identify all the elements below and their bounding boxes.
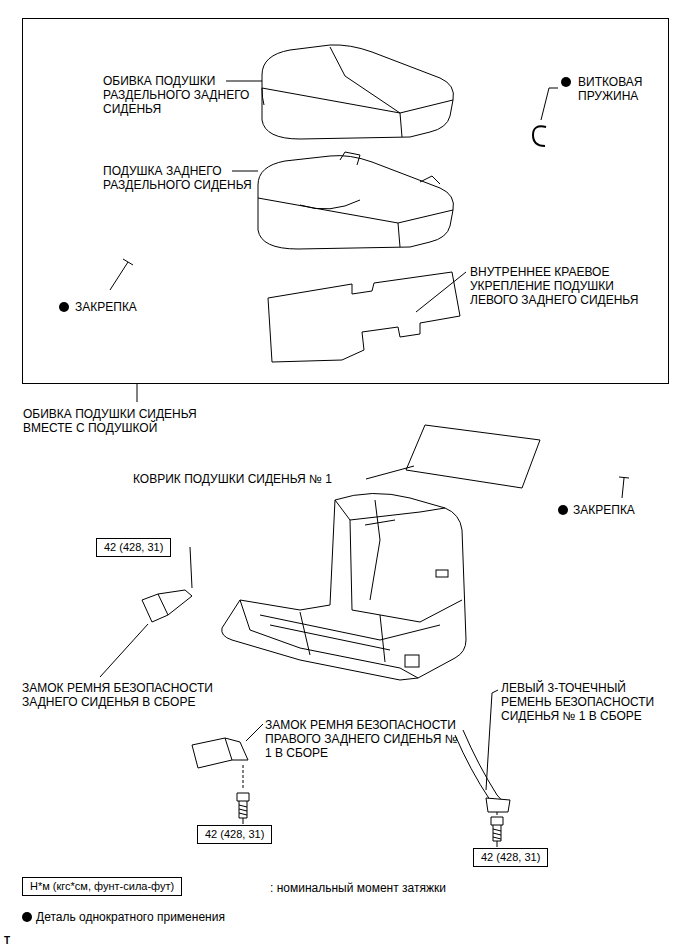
part-name: ЗАМОК РЕМНЯ БЕЗОПАСНОСТИ ПРАВОГО ЗАДНЕГО… <box>265 718 465 760</box>
single-use-dot <box>561 77 571 87</box>
legend-note: : номинальный момент затяжки <box>270 881 446 895</box>
part-name: ОБИВКА ПОДУШКИ РАЗДЕЛЬНОГО ЗАДНЕГО СИДЕН… <box>103 74 283 116</box>
assembly-name: ОБИВКА ПОДУШКИ СИДЕНЬЯ ВМЕСТЕ С ПОДУШКОЙ <box>23 407 238 435</box>
torque-value: Н*м (кгс*см, фунт-сила-фут) <box>30 880 174 892</box>
part-name: ЛЕВЫЙ 3-ТОЧЕЧНЫЙ РЕМЕНЬ БЕЗОПАСНОСТИ СИД… <box>501 681 671 723</box>
legend-row: Деталь однократного применения <box>22 910 225 924</box>
torque-value: 42 (428, 31) <box>104 541 163 553</box>
part-name: ВИТКОВАЯ ПРУЖИНА <box>578 75 678 103</box>
single-use-dot <box>59 302 69 312</box>
page-mark: T <box>4 934 10 948</box>
legend-text: Деталь однократного применения <box>36 910 225 924</box>
part-name: ЗАКРЕПКА <box>573 503 635 517</box>
part-name: ПОДУШКА ЗАДНЕГО РАЗДЕЛЬНОГО СИДЕНЬЯ <box>103 164 283 192</box>
legend-swatch <box>22 912 32 922</box>
torque-box: Н*м (кгс*см, фунт-сила-фут) <box>22 877 182 896</box>
single-use-dot <box>558 505 568 515</box>
torque-box: 42 (428, 31) <box>96 538 171 557</box>
torque-value: 42 (428, 31) <box>205 828 264 840</box>
torque-value: 42 (428, 31) <box>481 851 540 863</box>
part-name: ЗАМОК РЕМНЯ БЕЗОПАСНОСТИ ЗАДНЕГО СИДЕНЬЯ… <box>22 681 257 709</box>
assembly-frame: ОБИВКА ПОДУШКИ СИДЕНЬЯ ВМЕСТЕ С ПОДУШКОЙ <box>22 18 669 384</box>
part-name: ЗАКРЕПКА <box>75 300 137 314</box>
torque-box: 42 (428, 31) <box>473 848 548 867</box>
part-name: КОВРИК ПОДУШКИ СИДЕНЬЯ № 1 <box>133 472 332 486</box>
part-name: ВНУТРЕННЕЕ КРАЕВОЕ УКРЕПЛЕНИЕ ПОДУШКИ ЛЕ… <box>470 265 645 307</box>
torque-box: 42 (428, 31) <box>197 825 272 844</box>
